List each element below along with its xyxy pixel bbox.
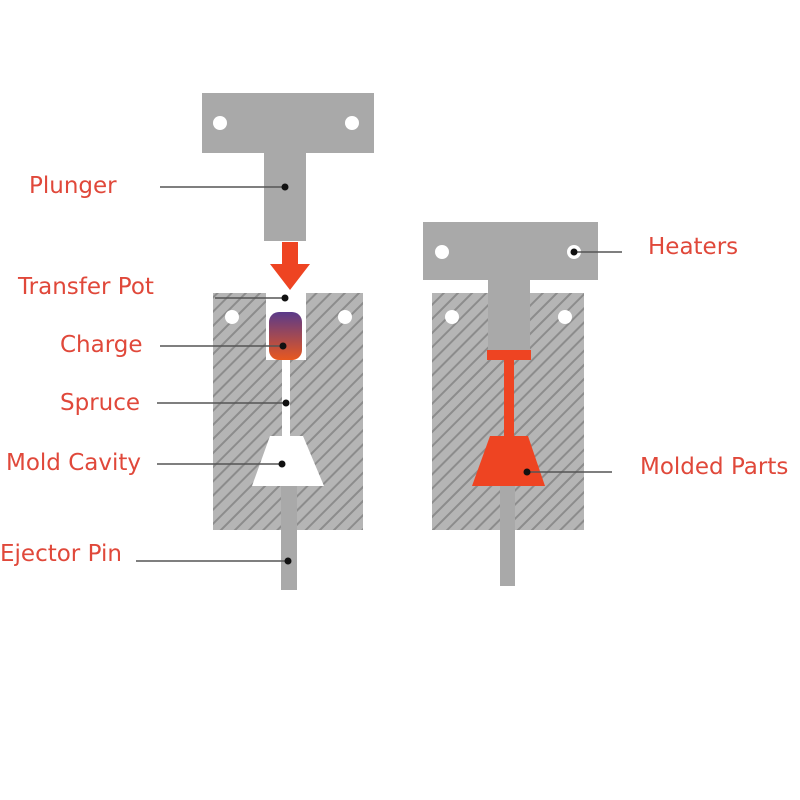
right-assembly [423, 222, 598, 586]
label-heaters: Heaters [648, 234, 738, 260]
plate-hole-right-1 [435, 245, 449, 259]
plate-hole-left-2 [345, 116, 359, 130]
label-molded-parts: Molded Parts [640, 454, 788, 480]
charge-pellet [269, 312, 302, 360]
label-spruce: Spruce [60, 390, 140, 416]
ejector-pin-right [500, 486, 515, 586]
plunger-rod [264, 153, 306, 241]
left-assembly [202, 93, 374, 590]
mold-hole-right-2 [558, 310, 572, 324]
label-plunger: Plunger [29, 173, 117, 199]
spruce-channel [282, 358, 290, 438]
mold-hole-left-2 [338, 310, 352, 324]
labels: Plunger Transfer Pot Charge Spruce Mold … [0, 173, 788, 567]
down-arrow-icon [270, 242, 310, 290]
label-mold-cavity: Mold Cavity [6, 450, 141, 476]
plunger-rod-right [488, 280, 530, 350]
label-transfer-pot: Transfer Pot [17, 274, 154, 300]
label-charge: Charge [60, 332, 143, 358]
mold-hole-right-1 [445, 310, 459, 324]
plate-hole-left-1 [213, 116, 227, 130]
label-ejector-pin: Ejector Pin [0, 541, 122, 567]
mold-cavity-shape [252, 436, 324, 486]
leader-lines [136, 186, 622, 562]
ejector-pin-left [281, 486, 297, 590]
mold-hole-left-1 [225, 310, 239, 324]
leader-dots [278, 183, 578, 565]
